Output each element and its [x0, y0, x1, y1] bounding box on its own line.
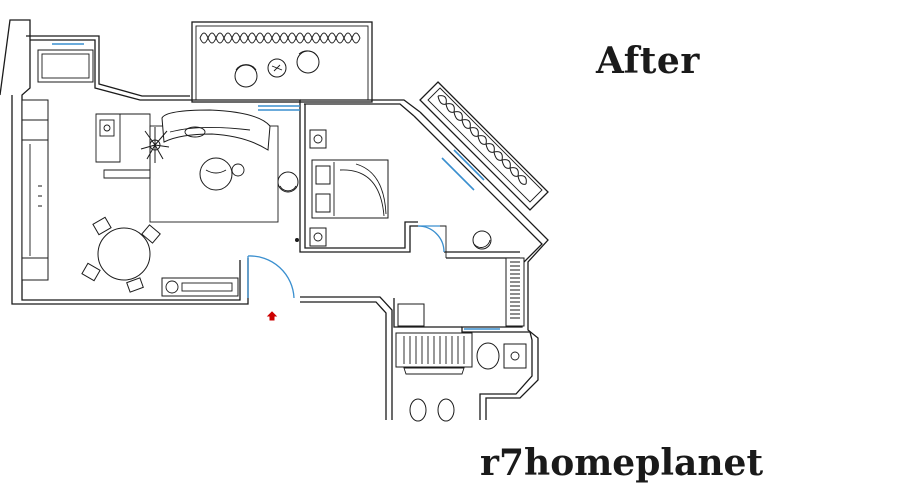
toilet-icon	[409, 398, 455, 422]
kitchen-counter	[21, 99, 49, 281]
coffee-table-icon	[199, 157, 245, 191]
brand-watermark: r7homeplanet	[480, 442, 764, 484]
bed-icon	[311, 159, 389, 219]
living-room	[140, 109, 299, 297]
bedroom-door[interactable]	[417, 225, 445, 253]
windows	[52, 43, 500, 330]
toilet-icon	[476, 342, 500, 370]
terrace-top	[191, 21, 373, 103]
sink-icon	[99, 119, 115, 137]
armchair-icon	[296, 50, 320, 74]
terrace-diagonal	[419, 81, 549, 211]
nightstand-icon	[309, 227, 327, 247]
entrance-arrow-icon	[266, 311, 278, 321]
armchair-icon	[234, 64, 258, 88]
bedroom	[309, 129, 492, 253]
wardrobe-icon	[505, 257, 525, 327]
kitchen	[21, 49, 151, 281]
armchair-icon	[277, 171, 299, 193]
page-title: After	[596, 40, 700, 82]
armchair-icon	[472, 230, 492, 250]
bathtub-icon	[395, 332, 473, 375]
entrance-door[interactable]	[247, 255, 295, 299]
chair-icon	[81, 216, 161, 293]
dining-area	[81, 216, 161, 293]
bathroom	[395, 303, 527, 422]
sofa-icon	[161, 109, 271, 151]
plant-icon	[140, 127, 170, 163]
dining-table-icon	[97, 227, 151, 281]
lamp-dot	[295, 238, 299, 242]
sink-icon	[503, 343, 527, 369]
side-table-icon	[267, 58, 287, 78]
kitchen-island	[95, 113, 121, 163]
fridge-icon	[37, 49, 94, 83]
nightstand-icon	[309, 129, 327, 149]
tv-console-icon	[161, 277, 239, 297]
laundry-icon	[397, 303, 425, 327]
outer-walls	[0, 19, 549, 420]
